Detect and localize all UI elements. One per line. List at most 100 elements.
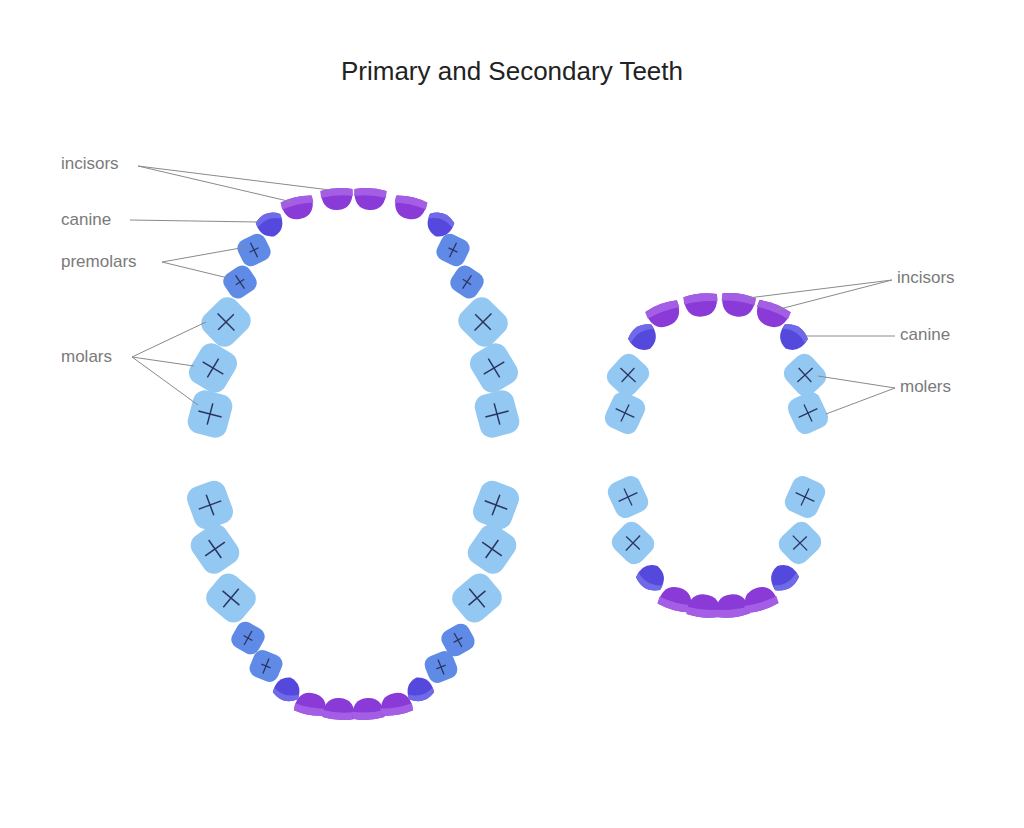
- canine-tooth: [625, 320, 662, 356]
- tooth-label: canine: [899, 325, 951, 345]
- molar-shape: [466, 339, 523, 397]
- premolar-groove: [246, 241, 262, 260]
- premolar-tooth: [220, 262, 261, 302]
- canine-edge: [625, 320, 654, 343]
- premolar-groove: [450, 631, 467, 650]
- incisor-edge: [686, 607, 720, 619]
- incisor-edge: [744, 596, 779, 615]
- canine-edge: [773, 572, 802, 594]
- premolar-groove: [458, 273, 475, 292]
- molar-tooth: [472, 388, 522, 441]
- incisor-tooth: [740, 583, 779, 615]
- premolar-tooth: [422, 648, 460, 685]
- premolar-groove: [433, 658, 448, 677]
- teeth-group: [184, 187, 832, 721]
- incisor-tooth: [351, 697, 384, 721]
- molar-groove: [195, 491, 225, 520]
- incisor-tooth: [378, 691, 413, 718]
- molar-shape: [601, 389, 648, 438]
- tooth-label: molars: [60, 347, 113, 367]
- molar-groove: [612, 400, 639, 426]
- molar-groove: [461, 582, 493, 615]
- leader-line: [162, 262, 228, 278]
- incisor-shape: [320, 187, 353, 211]
- molar-groove: [615, 484, 642, 510]
- premolar-groove: [445, 241, 461, 260]
- incisor-edge: [657, 597, 692, 615]
- incisor-edge: [757, 298, 792, 319]
- premolar-groove: [240, 629, 257, 648]
- premolar-tooth: [247, 647, 285, 684]
- incisor-shape: [740, 583, 779, 615]
- incisor-shape: [351, 697, 384, 721]
- incisor-edge: [645, 298, 680, 318]
- incisor-shape: [720, 291, 757, 319]
- molar-shape: [185, 388, 235, 441]
- molar-shape: [186, 520, 244, 579]
- incisor-edge: [683, 292, 717, 305]
- premolar-groove: [258, 657, 273, 676]
- incisor-tooth: [392, 194, 428, 223]
- molar-shape: [447, 569, 506, 628]
- canine-shape: [633, 560, 669, 595]
- molar-shape: [784, 389, 831, 438]
- leader-line: [132, 357, 198, 405]
- canine-edge: [254, 209, 282, 227]
- molar-shape: [472, 388, 522, 441]
- premolar-shape: [422, 648, 460, 685]
- tooth-label: molers: [899, 377, 952, 397]
- molar-shape: [780, 349, 831, 400]
- molar-tooth: [453, 292, 512, 351]
- incisor-tooth: [683, 292, 719, 318]
- molar-shape: [201, 569, 260, 628]
- molar-groove: [792, 484, 819, 510]
- leader-lines: [130, 166, 895, 414]
- molar-groove: [786, 529, 814, 557]
- molar-groove: [795, 400, 822, 426]
- incisor-shape: [378, 691, 413, 718]
- incisor-edge: [380, 703, 413, 717]
- canine-edge: [408, 687, 436, 704]
- molar-tooth: [447, 569, 506, 628]
- molar-shape: [603, 349, 654, 400]
- incisor-shape: [392, 194, 428, 223]
- incisor-edge: [722, 291, 757, 305]
- leader-line: [818, 376, 895, 388]
- canine-edge: [782, 320, 811, 344]
- incisor-shape: [353, 187, 386, 211]
- leader-line: [130, 220, 258, 222]
- molar-groove: [210, 306, 243, 339]
- leader-line: [748, 280, 892, 298]
- molar-groove: [614, 361, 642, 389]
- molar-shape: [607, 517, 658, 568]
- molar-groove: [196, 400, 225, 427]
- incisor-edge: [320, 187, 353, 198]
- molar-tooth: [780, 349, 831, 400]
- molar-tooth: [186, 520, 244, 579]
- tooth-label: canine: [60, 210, 112, 230]
- molar-tooth: [201, 569, 260, 628]
- incisor-tooth: [322, 697, 355, 721]
- premolar-groove: [231, 273, 248, 292]
- molar-groove: [791, 361, 819, 389]
- molar-shape: [463, 520, 521, 579]
- molar-tooth: [463, 520, 521, 579]
- molar-groove: [476, 533, 508, 565]
- molar-tooth: [185, 339, 242, 397]
- canine-edge: [428, 209, 456, 228]
- leader-line: [132, 357, 194, 366]
- molar-tooth: [604, 473, 651, 522]
- canine-edge: [634, 573, 663, 595]
- premolar-shape: [433, 231, 472, 269]
- incisor-edge: [280, 194, 313, 210]
- incisor-tooth: [353, 187, 386, 211]
- premolar-shape: [247, 647, 285, 684]
- diagram-title: Primary and Secondary Teeth: [0, 56, 1024, 87]
- molar-shape: [604, 473, 651, 522]
- molar-groove: [215, 582, 247, 615]
- canine-shape: [765, 559, 801, 594]
- molar-tooth: [185, 388, 235, 441]
- molar-tooth: [774, 517, 825, 568]
- incisor-tooth: [280, 194, 316, 223]
- canine-tooth: [774, 320, 811, 356]
